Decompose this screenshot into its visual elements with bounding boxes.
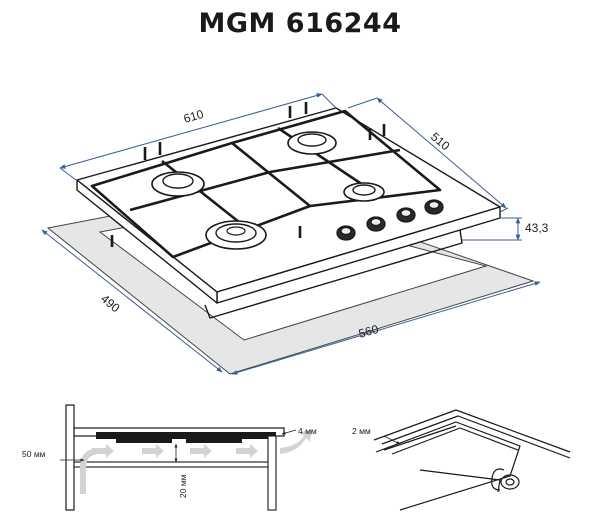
gap-side-label: 50 мм: [22, 449, 46, 459]
seal-detail: [373, 409, 571, 511]
dimension-lines: [41, 93, 541, 375]
dimension-cutout-width-label: 560: [357, 322, 380, 341]
airflow-arrows: [80, 444, 258, 494]
dimension-depth-label: 510: [428, 130, 453, 154]
burner-rear-right: [287, 131, 337, 155]
product-title: MGM 616244: [198, 8, 402, 39]
clip: [500, 474, 520, 490]
dimension-width-label: 610: [182, 107, 205, 126]
burner-rear-left: [151, 171, 205, 197]
seal-label: 2 мм: [352, 426, 371, 436]
dimension-height-label: 43,3: [525, 221, 549, 235]
installation-section: [60, 404, 312, 511]
gap-bottom-label: 20 мм: [178, 474, 188, 498]
burner-front-right: [343, 182, 385, 202]
burner-front-left-triple: [205, 220, 267, 250]
gap-top-label: 4 мм: [298, 426, 317, 436]
dimension-cutout-depth-label: 490: [98, 292, 123, 316]
exhaust-arrow: [280, 430, 312, 454]
